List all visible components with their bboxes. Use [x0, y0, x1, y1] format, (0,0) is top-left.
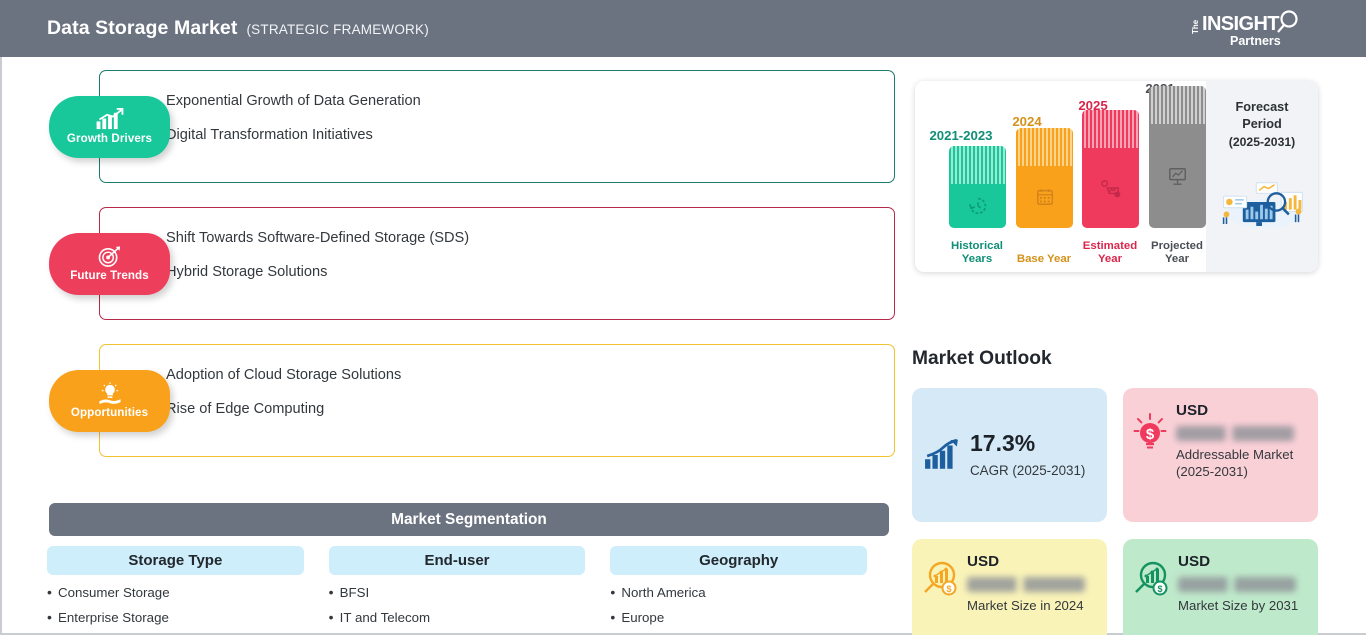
bar-tick-label: 2021-2023	[929, 128, 993, 143]
presentation-chart-icon	[1168, 168, 1186, 185]
list-item: Europe	[610, 610, 867, 626]
dollar-lightbulb-icon: $	[1133, 413, 1167, 449]
cagr-value: 17.3%	[970, 430, 1036, 456]
framework-row-growth-drivers: Exponential Growth of Data Generation Di…	[49, 70, 895, 183]
analytics-illustration-icon	[1222, 181, 1303, 228]
list-item: Enterprise Storage	[47, 610, 304, 626]
list-item: Exponential Growth of Data Generation	[152, 92, 894, 111]
market-segmentation-header: Market Segmentation	[49, 503, 889, 536]
list-item: Rise of Edge Computing	[152, 400, 894, 419]
bar-stripes	[1082, 110, 1139, 148]
bar-category-label: Projected Year	[1151, 239, 1203, 265]
header-title-group: Data Storage Market (STRATEGIC FRAMEWORK…	[47, 17, 429, 40]
bar-estimated-year	[1082, 110, 1139, 228]
forecast-label-line2: Period	[1242, 116, 1282, 131]
framework-row-future-trends: Shift Towards Software-Defined Storage (…	[49, 207, 895, 320]
list-item: North America	[610, 585, 867, 601]
calendar-icon	[1036, 189, 1053, 205]
svg-text:$: $	[946, 584, 951, 594]
svg-text:The: The	[1191, 19, 1200, 34]
lightbulb-in-hand-icon	[98, 382, 121, 405]
segmentation-column-header: Storage Type	[47, 546, 304, 575]
framework-column: Exponential Growth of Data Generation Di…	[49, 70, 895, 481]
bar-stripes	[949, 146, 1006, 184]
bar-tick-label: 2024	[1012, 114, 1042, 129]
study-period-timeline-chart: 2021-2023 Historical Years 2024	[915, 81, 1318, 272]
page-subtitle: (STRATEGIC FRAMEWORK)	[246, 22, 429, 37]
outlook-card-market-size-2024: $ USD Market Size in 2024	[912, 539, 1107, 635]
list-item: IT and Telecom	[329, 610, 586, 626]
list-item: Consumer Storage	[47, 585, 304, 601]
target-dartboard-icon	[98, 246, 120, 267]
currency-label: USD	[1176, 402, 1209, 419]
badge-future-trends[interactable]: Future Trends	[49, 232, 170, 295]
opportunities-box: Adoption of Cloud Storage Solutions Rise…	[99, 344, 895, 457]
card-label: Market Size by 2031	[1178, 598, 1299, 613]
bar-tick-label: 2025	[1078, 98, 1108, 113]
magnifier-bar-dollar-icon: $	[1135, 561, 1168, 596]
bar-stripes	[1149, 86, 1206, 124]
bar-historical-years	[949, 146, 1006, 228]
segmentation-column-header: End-user	[328, 546, 586, 575]
outlook-card-addressable-market: $ USD Addressable Market (2025-2031)	[1123, 388, 1318, 522]
outlook-card-cagr: 17.3% CAGR (2025-2031)	[912, 388, 1107, 522]
insight-partners-logo: The INSIGHT Partners	[1188, 8, 1308, 50]
market-outlook-title: Market Outlook	[912, 348, 1052, 369]
list-item: Digital Transformation Initiatives	[152, 126, 894, 145]
segmentation-column-end-user: End-user BFSI IT and Telecom Education	[328, 546, 586, 635]
forecast-label-line3: (2025-2031)	[1228, 134, 1296, 149]
market-forecast-icon	[1100, 180, 1120, 198]
badge-label: Growth Drivers	[66, 132, 153, 145]
outlook-card-market-size-2031: $ USD Market Size by 2031	[1123, 539, 1318, 635]
cagr-label: CAGR (2025-2031)	[970, 463, 1086, 478]
bar-solid	[1149, 124, 1206, 228]
timeline-bars: 2021-2023 Historical Years 2024	[915, 81, 1206, 272]
magnifier-bar-dollar-icon: $	[924, 561, 957, 596]
bar-solid	[1082, 148, 1139, 228]
list-item: Adoption of Cloud Storage Solutions	[152, 366, 894, 385]
badge-growth-drivers[interactable]: Growth Drivers	[49, 95, 170, 158]
bar-base-year	[1016, 128, 1073, 228]
segmentation-column-header: Geography	[610, 546, 868, 575]
bar-category-label: Historical Years	[951, 239, 1003, 265]
masked-value	[1178, 577, 1296, 592]
masked-value	[1176, 426, 1294, 441]
bar-projected-year	[1149, 86, 1206, 228]
masked-value	[967, 577, 1085, 592]
badge-opportunities[interactable]: Opportunities	[49, 369, 170, 432]
badge-label: Future Trends	[70, 269, 149, 282]
bar-chart-arrow-icon	[96, 108, 123, 130]
segmentation-columns: Storage Type Consumer Storage Enterprise…	[47, 546, 892, 635]
growth-drivers-box: Exponential Growth of Data Generation Di…	[99, 70, 895, 183]
list-item: Shift Towards Software-Defined Storage (…	[152, 229, 894, 248]
card-label: Market Size in 2024	[967, 598, 1084, 613]
currency-label: USD	[1178, 553, 1211, 570]
forecast-label-line1: Forecast	[1235, 100, 1289, 114]
badge-label: Opportunities	[70, 406, 149, 419]
future-trends-box: Shift Towards Software-Defined Storage (…	[99, 207, 895, 320]
history-clock-icon	[968, 197, 986, 215]
magnifier-logo-icon: The INSIGHT Partners	[1191, 10, 1298, 48]
svg-text:INSIGHT: INSIGHT	[1202, 13, 1279, 35]
bar-category-label: Estimated Year	[1082, 239, 1138, 265]
framework-row-opportunities: Adoption of Cloud Storage Solutions Rise…	[49, 344, 895, 457]
forecast-period-panel: Forecast Period (2025-2031)	[1206, 81, 1318, 272]
svg-text:$: $	[1146, 426, 1155, 443]
bar-category-label: Base Year	[1016, 252, 1072, 265]
bar-solid	[1016, 166, 1073, 228]
bar-solid	[949, 184, 1006, 228]
card-label: Addressable Market (2025-2031)	[1176, 447, 1294, 479]
page-header: Data Storage Market (STRATEGIC FRAMEWORK…	[0, 0, 1366, 57]
list-item: Hybrid Storage Solutions	[152, 263, 894, 282]
content-frame: Exponential Growth of Data Generation Di…	[0, 57, 1366, 635]
list-item: BFSI	[329, 585, 586, 601]
segmentation-column-storage-type: Storage Type Consumer Storage Enterprise…	[47, 546, 304, 635]
growth-bar-chart-icon	[925, 439, 958, 469]
page-title: Data Storage Market	[47, 17, 238, 39]
segmentation-column-geography: Geography North America Europe Asia-Paci…	[610, 546, 868, 635]
currency-label: USD	[967, 553, 1000, 570]
bar-stripes	[1016, 128, 1073, 166]
svg-text:$: $	[1157, 584, 1162, 594]
svg-text:Partners: Partners	[1230, 34, 1281, 48]
